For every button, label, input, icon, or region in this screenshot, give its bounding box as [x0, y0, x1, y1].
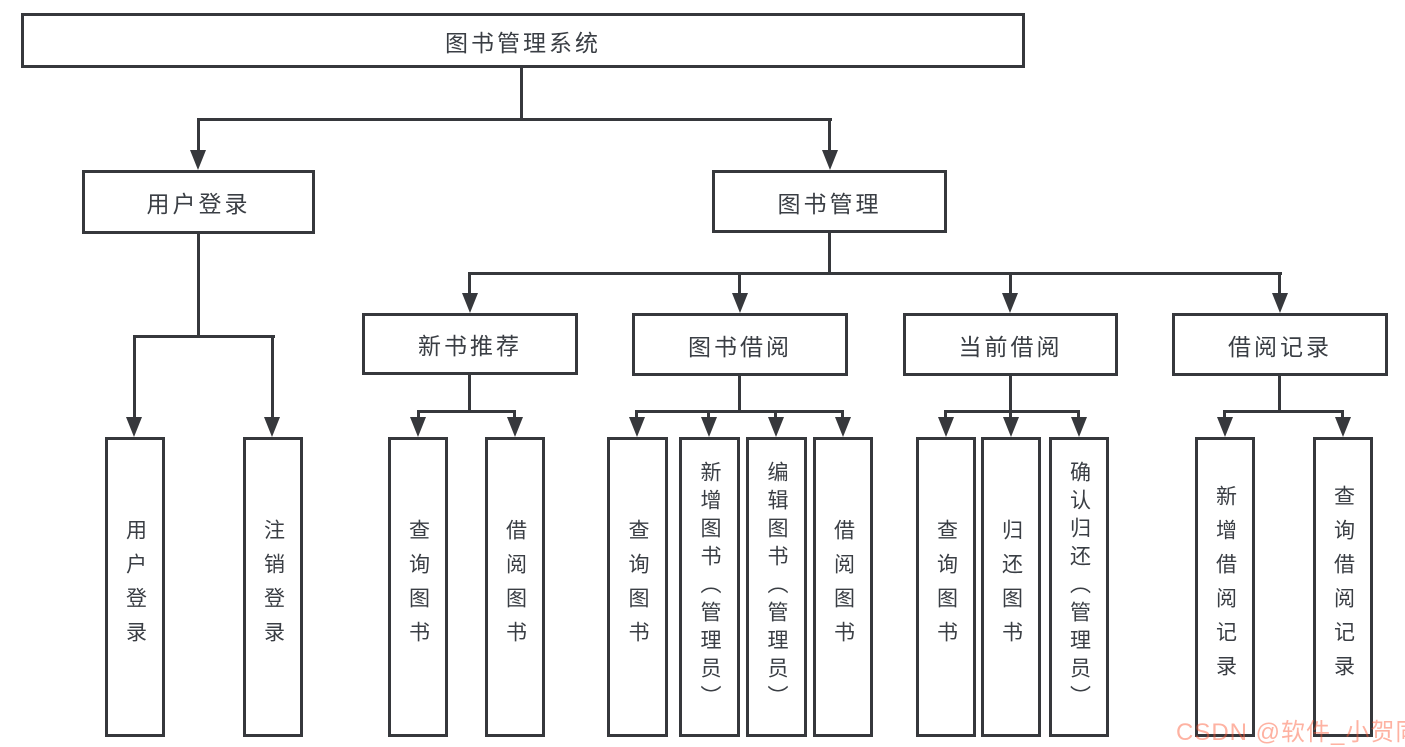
- connector-rail: [944, 410, 1080, 413]
- arrowhead-down-icon: [629, 417, 645, 437]
- connector-drop-leaf: [1077, 410, 1080, 419]
- connector-drop-borrow-records: [1278, 272, 1281, 295]
- arrowhead-down-icon: [822, 150, 838, 170]
- node-new-book-recommend: 新书推荐: [362, 313, 578, 375]
- arrowhead-down-icon: [732, 293, 748, 313]
- arrowhead-down-icon: [1272, 293, 1288, 313]
- node-current-borrow: 当前借阅: [903, 313, 1118, 376]
- arrowhead-down-icon: [462, 293, 478, 313]
- connector-drop-book-borrow: [738, 272, 741, 295]
- leaf-query-books-recommend: 查询图书: [388, 437, 448, 737]
- connector-stem: [468, 375, 471, 412]
- connector-book-management-stem: [828, 233, 831, 274]
- leaf-add-borrow-record: 新增借阅记录: [1195, 437, 1255, 737]
- arrowhead-down-icon: [1217, 417, 1233, 437]
- leaf-user-login: 用户登录: [105, 437, 165, 737]
- arrowhead-down-icon: [768, 417, 784, 437]
- connector-drop-leaf: [513, 410, 516, 419]
- connector-drop-leaf: [1341, 410, 1344, 419]
- arrowhead-down-icon: [1071, 417, 1087, 437]
- leaf-return-books: 归还图书: [981, 437, 1041, 737]
- connector-drop-leaf: [417, 410, 420, 419]
- connector-drop-leaf: [133, 335, 136, 419]
- arrowhead-down-icon: [938, 417, 954, 437]
- leaf-query-borrow-record: 查询借阅记录: [1313, 437, 1373, 737]
- connector-drop-leaf: [1009, 410, 1012, 419]
- leaf-borrow-books-borrow: 借阅图书: [813, 437, 873, 737]
- connector-root-stem: [520, 68, 523, 118]
- node-book-borrow: 图书借阅: [632, 313, 848, 376]
- connector-drop-user-login: [197, 118, 200, 152]
- arrowhead-down-icon: [835, 417, 851, 437]
- leaf-add-books-admin: 新增图书（管理员）: [679, 437, 740, 737]
- connector-stem: [1278, 375, 1281, 412]
- node-library-management-system: 图书管理系统: [21, 13, 1025, 68]
- connector-drop-leaf: [707, 410, 710, 419]
- connector-stem: [1009, 375, 1012, 412]
- leaf-borrow-books-recommend: 借阅图书: [485, 437, 545, 737]
- arrowhead-down-icon: [264, 417, 280, 437]
- connector-drop-new-book: [468, 272, 471, 295]
- connector-drop-current-borrow: [1009, 272, 1012, 295]
- connector-level2-rail: [468, 272, 1282, 275]
- connector-stem: [738, 375, 741, 412]
- connector-level1-rail: [197, 118, 832, 121]
- arrowhead-down-icon: [190, 150, 206, 170]
- node-book-management: 图书管理: [712, 170, 947, 233]
- node-borrow-records: 借阅记录: [1172, 313, 1388, 376]
- connector-drop-leaf: [841, 410, 844, 419]
- connector-drop-leaf: [774, 410, 777, 419]
- connector-rail: [635, 410, 844, 413]
- leaf-confirm-return-admin: 确认归还（管理员）: [1049, 437, 1109, 737]
- arrowhead-down-icon: [126, 417, 142, 437]
- arrowhead-down-icon: [507, 417, 523, 437]
- connector-drop-leaf: [944, 410, 947, 419]
- leaf-logout: 注销登录: [243, 437, 303, 737]
- arrowhead-down-icon: [1002, 293, 1018, 313]
- arrowhead-down-icon: [1335, 417, 1351, 437]
- arrowhead-down-icon: [410, 417, 426, 437]
- connector-user-login-rail: [133, 335, 275, 338]
- arrowhead-down-icon: [701, 417, 717, 437]
- leaf-query-books-current: 查询图书: [916, 437, 976, 737]
- node-user-login: 用户登录: [82, 170, 315, 234]
- connector-drop-leaf: [635, 410, 638, 419]
- connector-rail: [1223, 410, 1344, 413]
- arrowhead-down-icon: [1003, 417, 1019, 437]
- leaf-edit-books-admin: 编辑图书（管理员）: [746, 437, 807, 737]
- leaf-query-books-borrow: 查询图书: [607, 437, 668, 737]
- connector-drop-leaf: [1223, 410, 1226, 419]
- connector-drop-book-management: [828, 118, 831, 152]
- connector-rail: [417, 410, 516, 413]
- connector-drop-leaf: [271, 335, 274, 419]
- connector-user-login-stem: [197, 234, 200, 337]
- csdn-watermark: CSDN @软件_小贺同学: [1176, 719, 1405, 746]
